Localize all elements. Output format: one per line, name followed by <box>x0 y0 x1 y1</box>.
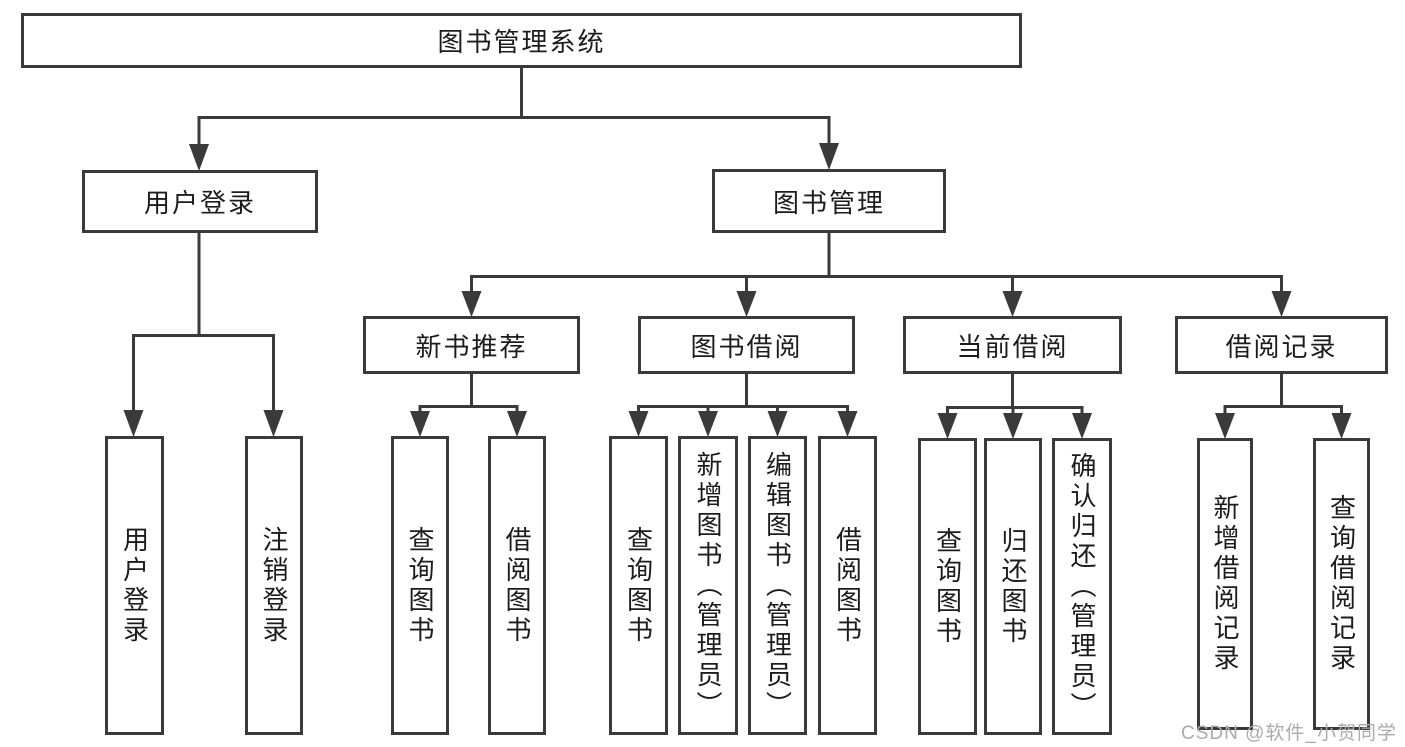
leaf-confirm-return-admin: 确认归还（管理员） <box>1052 438 1112 735</box>
node-current-borrowing: 当前借阅 <box>903 316 1122 374</box>
node-library-management-system: 图书管理系统 <box>21 13 1022 68</box>
node-label: 借阅记录 <box>1225 331 1338 362</box>
node-book-management: 图书管理 <box>712 169 946 233</box>
arrowheads <box>123 143 1352 439</box>
leaf-logout: 注销登录 <box>245 436 303 735</box>
leaf-edit-books-admin: 编辑图书（管理员） <box>748 436 807 735</box>
node-label: 确认归还（管理员） <box>1067 451 1097 722</box>
csdn-watermark: CSDN @软件_小贺同学 <box>1181 723 1397 744</box>
leaf-borrow-books-recommend: 借阅图书 <box>488 436 546 735</box>
node-label: 用户登录 <box>119 525 150 646</box>
leaf-user-login: 用户登录 <box>105 436 164 735</box>
node-label: 查询图书 <box>405 525 435 646</box>
node-label: 图书管理 <box>772 187 885 218</box>
leaf-add-books-admin: 新增图书（管理员） <box>678 436 738 735</box>
leaf-borrow-books: 借阅图书 <box>818 436 877 735</box>
node-label: 新增图书（管理员） <box>693 450 723 721</box>
node-label: 编辑图书（管理员） <box>762 450 793 721</box>
node-label: 图书借阅 <box>690 331 803 362</box>
node-label: 借阅图书 <box>502 525 532 646</box>
node-user-login: 用户登录 <box>82 170 318 233</box>
node-label: 当前借阅 <box>956 331 1069 362</box>
node-label: 图书管理系统 <box>437 27 606 57</box>
leaf-query-books-recommend: 查询图书 <box>391 436 449 735</box>
leaf-return-books: 归还图书 <box>984 438 1042 735</box>
node-label: 用户登录 <box>143 188 256 218</box>
node-book-borrowing: 图书借阅 <box>638 316 855 374</box>
leaf-query-books-borrowing: 查询图书 <box>609 436 668 735</box>
leaf-add-borrow-record: 新增借阅记录 <box>1197 438 1253 730</box>
node-label: 查询图书 <box>932 526 963 647</box>
node-label: 查询图书 <box>623 525 654 646</box>
leaf-query-borrow-record: 查询借阅记录 <box>1313 438 1370 730</box>
node-borrowing-records: 借阅记录 <box>1175 316 1388 374</box>
connector-paths <box>132 68 1343 414</box>
node-label: 新增借阅记录 <box>1210 494 1240 674</box>
node-label: 注销登录 <box>259 525 289 646</box>
leaf-query-books-current: 查询图书 <box>918 438 977 735</box>
node-label: 查询借阅记录 <box>1326 494 1357 674</box>
node-label: 归还图书 <box>998 526 1028 647</box>
node-label: 新书推荐 <box>415 331 528 362</box>
node-new-book-recommend: 新书推荐 <box>363 316 580 374</box>
node-label: 借阅图书 <box>832 525 863 646</box>
